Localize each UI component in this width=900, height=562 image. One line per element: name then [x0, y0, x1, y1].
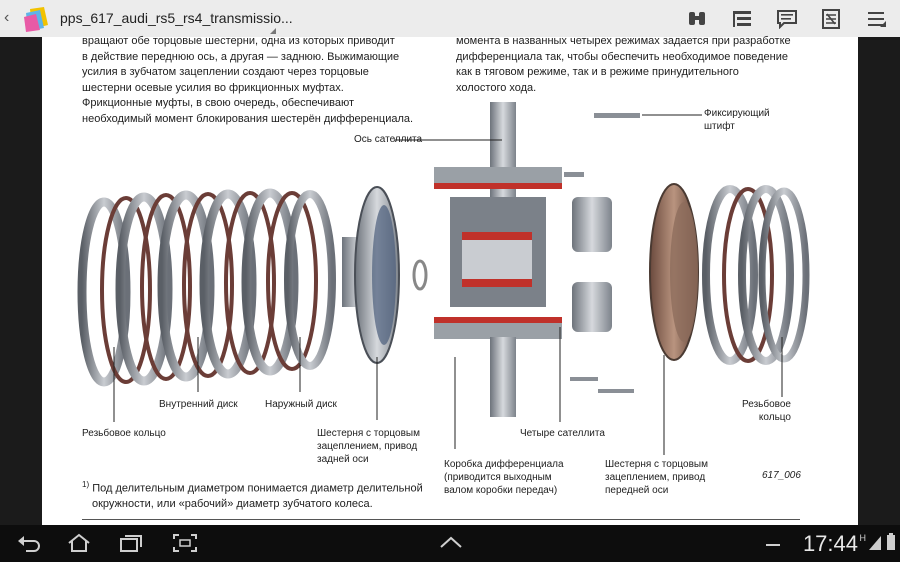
- app-logo-icon[interactable]: [22, 5, 54, 33]
- menu-icon[interactable]: [866, 9, 888, 29]
- differential-housing: [434, 102, 562, 417]
- expand-icon[interactable]: [438, 533, 464, 553]
- label-line: Коробка дифференциала: [444, 459, 564, 470]
- page-rule: [82, 519, 800, 520]
- label-locking-pin: Фиксирующий штифт: [704, 107, 770, 133]
- text-line: шестерни осевые усилия во фрикционных му…: [82, 81, 344, 94]
- satellite-gears: [564, 172, 634, 393]
- label-satellite-axle: Ось сателлита: [354, 134, 423, 145]
- right-gutter: [858, 37, 900, 525]
- home-icon[interactable]: [66, 533, 92, 553]
- text-line: дифференциала так, чтобы обеспечить необ…: [456, 50, 789, 63]
- signal-icon: [869, 536, 881, 550]
- label-inner-disc: Внутренний диск: [159, 399, 238, 410]
- label-differential-housing: Коробка дифференциала (приводится выходн…: [444, 458, 564, 497]
- locking-pin: [594, 113, 640, 118]
- comment-icon[interactable]: [776, 9, 798, 29]
- label-threaded-ring-left: Резьбовое кольцо: [82, 428, 166, 439]
- screenshot-icon[interactable]: [172, 533, 198, 553]
- label-line: Шестерня с торцовым: [317, 428, 420, 439]
- footnote: 1) Под делительным диаметром понимается …: [82, 477, 423, 513]
- document-page[interactable]: вращают обе торцовые шестерни, одна из к…: [42, 34, 858, 525]
- text-line: холостого хода.: [456, 81, 537, 94]
- label-line: Резьбовое: [742, 399, 791, 410]
- text-line: вращают обе торцовые шестерни, одна из к…: [82, 35, 395, 47]
- document-icon[interactable]: [820, 9, 842, 29]
- text-line: как в тяговом режиме, так и в режиме при…: [456, 66, 739, 78]
- label-line: передней оси: [605, 485, 669, 496]
- label-outer-disc: Наружный диск: [265, 399, 337, 410]
- label-four-satellites: Четыре сателлита: [520, 428, 605, 439]
- footnote-line: окружности, или «рабочий» диаметр зубчат…: [92, 498, 373, 511]
- label-line: зацеплением, привод: [605, 472, 706, 483]
- signal-type: H: [859, 533, 867, 543]
- dropdown-caret-icon: [270, 28, 276, 34]
- label-line: Шестерня с торцовым: [605, 459, 708, 470]
- left-gutter: [0, 37, 42, 525]
- right-disc-stack: [702, 185, 810, 365]
- outline-icon[interactable]: [731, 9, 753, 29]
- text-line: необходимый момент блокирования шестерён…: [82, 112, 414, 125]
- binoculars-icon[interactable]: [686, 9, 708, 29]
- document-title-dropdown[interactable]: pps_617_audi_rs5_rs4_transmissio...: [60, 8, 293, 34]
- label-line: задней оси: [317, 454, 369, 465]
- text-line: в действие переднюю ось, а другая — задн…: [82, 50, 400, 63]
- system-nav-bar: 17:44 H: [0, 525, 900, 562]
- body-text-left: вращают обе торцовые шестерни, одна из к…: [82, 34, 413, 127]
- leader-lines: [113, 114, 783, 455]
- label-line: Фиксирующий: [704, 108, 770, 119]
- footnote-marker: 1): [82, 480, 90, 489]
- figure-code: 617_006: [762, 470, 801, 481]
- back-icon[interactable]: [16, 533, 42, 553]
- battery-icon: [887, 533, 895, 550]
- label-line: (приводится выходным: [444, 472, 552, 483]
- action-bar: ‹ pps_617_audi_rs5_rs4_transmissio...: [0, 0, 900, 38]
- label-front-axle-gear: Шестерня с торцовым зацеплением, привод …: [605, 458, 708, 497]
- text-line: момента в названных четырех режимах зада…: [456, 35, 791, 47]
- document-title: pps_617_audi_rs5_rs4_transmissio...: [60, 10, 293, 26]
- footnote-line: Под делительным диаметром понимается диа…: [92, 482, 423, 495]
- text-line: Фрикционные муфты, в свою очередь, обесп…: [82, 97, 355, 109]
- body-text-right: момента в названных четырех режимах зада…: [456, 34, 791, 96]
- text-line: усилия в зубчатом зацеплении создают чер…: [82, 66, 369, 78]
- clock: 17:44: [802, 531, 858, 556]
- front-axle-gear: [649, 183, 699, 361]
- label-rear-axle-gear: Шестерня с торцовым зацеплением, привод …: [317, 427, 420, 466]
- notification-dash-icon: [766, 544, 780, 546]
- label-line: зацеплением, привод: [317, 441, 418, 452]
- back-chevron-icon[interactable]: ‹: [4, 9, 10, 26]
- label-line: штифт: [704, 121, 735, 132]
- recent-apps-icon[interactable]: [118, 533, 144, 553]
- rear-axle-gear: [342, 186, 400, 364]
- label-line: кольцо: [758, 412, 791, 423]
- differential-exploded-illustration: [77, 102, 810, 455]
- thrust-washer: [412, 259, 428, 291]
- left-disc-stack: [77, 188, 336, 387]
- label-threaded-ring-right: Резьбовое кольцо: [742, 398, 791, 424]
- label-line: валом коробки передач): [444, 485, 558, 496]
